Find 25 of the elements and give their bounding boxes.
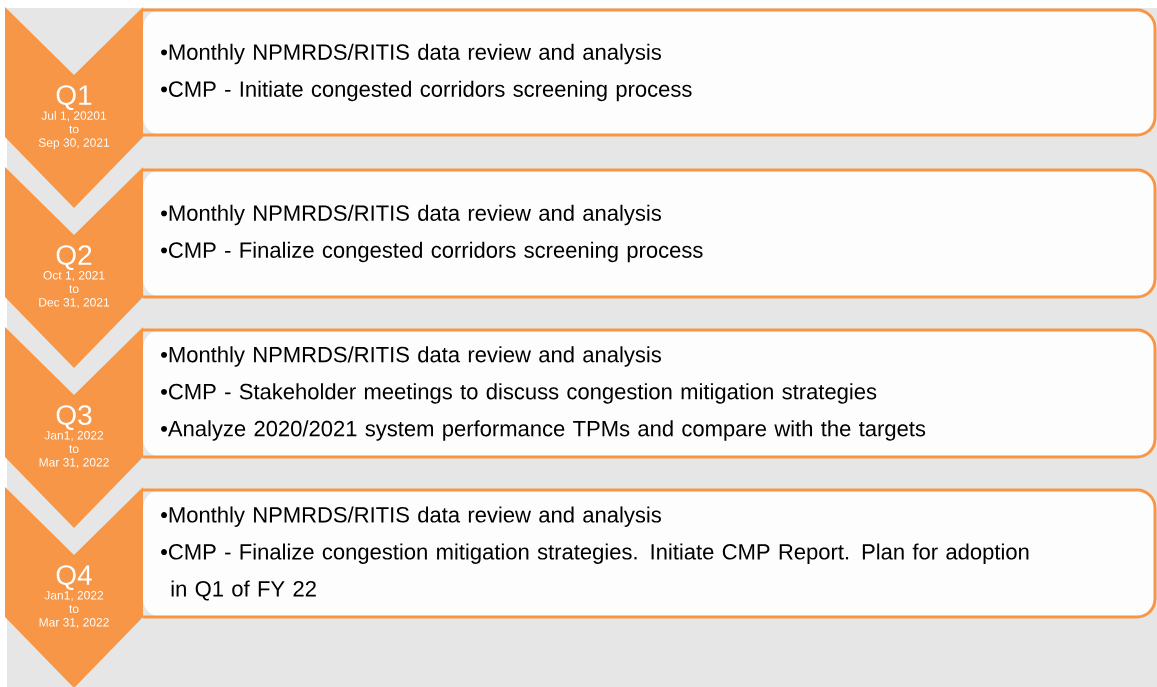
- date-range: Jul 1, 20201 to Sep 30, 2021: [38, 111, 110, 150]
- task-box: [143, 168, 1157, 299]
- bullet-item: •Analyze 2020/2021 system performance TPMs and compare with the targets: [161, 420, 926, 441]
- date-range: Jan1, 2022 to Mar 31, 2022: [39, 591, 109, 628]
- quarter-tab: [5, 327, 143, 528]
- quarter-label: Q2: [56, 245, 92, 271]
- quarter-label: Q1: [56, 85, 92, 111]
- quarter-tab: [5, 487, 143, 687]
- bullet-item: •CMP - Stakeholder meetings to discuss congestion mitigation strategies: [161, 383, 877, 404]
- quarter-label: Q3: [56, 405, 92, 431]
- date-range: Jan1, 2022 to Mar 31, 2022: [39, 431, 109, 468]
- bullet-item: •Monthly NPMRDS/RITIS data review and analysis: [161, 506, 661, 527]
- bullet-item: •Monthly NPMRDS/RITIS data review and analysis: [161, 346, 661, 367]
- bullet-item: •Monthly NPMRDS/RITIS data review and analysis: [161, 204, 661, 226]
- quarter-tab: [5, 167, 143, 368]
- task-box: [143, 8, 1157, 137]
- bullet-item: •Monthly NPMRDS/RITIS data review and analysis: [161, 43, 661, 65]
- date-range: Oct 1, 2021 to Dec 31, 2021: [39, 271, 110, 308]
- quarter-label: Q4: [56, 565, 92, 591]
- task-box: [143, 328, 1157, 459]
- task-box: [143, 488, 1157, 619]
- bullet-item: •CMP - Finalize congestion mitigation strategies. Initiate CMP Report. Plan for adoption in Q1 of FY 22: [161, 543, 1029, 601]
- quarter-tab: [5, 7, 143, 208]
- bullet-item: •CMP - Initiate congested corridors screening process: [161, 80, 692, 102]
- bullet-item: •CMP - Finalize congested corridors screening process: [161, 241, 703, 263]
